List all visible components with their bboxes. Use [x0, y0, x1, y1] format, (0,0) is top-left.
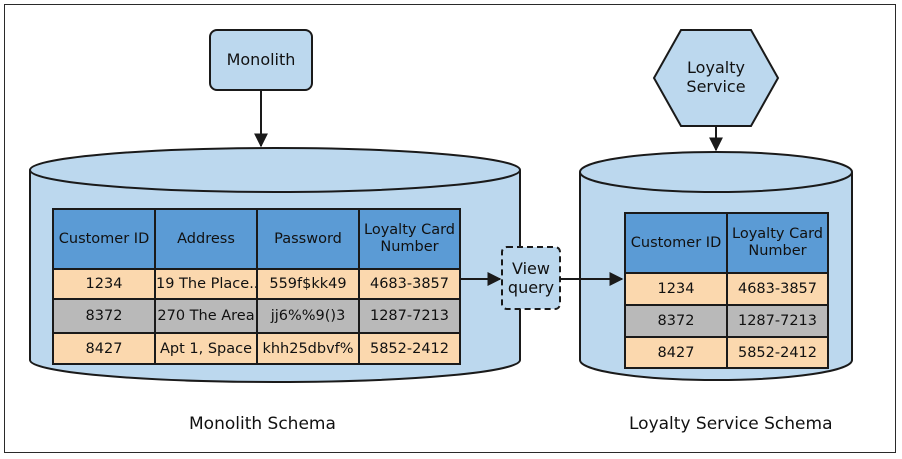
table-row: 1234 4683-3857: [624, 272, 829, 306]
view-query-label: View query: [507, 259, 555, 297]
monolith-header-customer-id: Customer ID: [52, 208, 156, 270]
monolith-schema-caption: Monolith Schema: [189, 414, 336, 434]
loyalty-header-customer-id: Customer ID: [624, 212, 728, 274]
table-cell: 1234: [52, 268, 156, 300]
table-row: 8427 Apt 1, Space khh25dbvf% 5852-2412: [52, 332, 461, 365]
table-row: 1234 19 The Place... 559f$kk49 4683-3857: [52, 268, 461, 300]
table-row: 8372 1287-7213: [624, 304, 829, 338]
table-cell: 1287-7213: [358, 298, 461, 334]
table-cell: 559f$kk49: [256, 268, 360, 300]
loyalty-schema-caption: Loyalty Service Schema: [629, 414, 833, 434]
monolith-table: Customer ID Address Password Loyalty Car…: [52, 208, 461, 365]
table-row: 8372 270 The Area jj6%%9()3 1287-7213: [52, 298, 461, 334]
monolith-header-address: Address: [154, 208, 258, 270]
table-cell: 8372: [52, 298, 156, 334]
table-cell: 1287-7213: [726, 304, 829, 338]
loyalty-table: Customer ID Loyalty Card Number 1234 468…: [624, 212, 829, 369]
table-cell: jj6%%9()3: [256, 298, 360, 334]
table-cell: 1234: [624, 272, 728, 306]
table-row: 8427 5852-2412: [624, 336, 829, 369]
table-cell: 270 The Area: [154, 298, 258, 334]
monolith-header-password: Password: [256, 208, 360, 270]
table-cell: 8427: [52, 332, 156, 365]
table-cell: 4683-3857: [726, 272, 829, 306]
loyalty-header-loyalty-card: Loyalty Card Number: [726, 212, 829, 274]
table-cell: 8427: [624, 336, 728, 369]
loyalty-service-label: Loyalty Service: [686, 58, 746, 96]
monolith-label: Monolith: [226, 50, 296, 69]
table-cell: 5852-2412: [726, 336, 829, 369]
loyalty-service-node: [652, 29, 780, 127]
monolith-header-loyalty-card: Loyalty Card Number: [358, 208, 461, 270]
table-cell: 4683-3857: [358, 268, 461, 300]
table-cell: 19 The Place...: [154, 268, 258, 300]
table-cell: Apt 1, Space: [154, 332, 258, 365]
table-cell: 5852-2412: [358, 332, 461, 365]
diagram-frame: [4, 4, 896, 453]
table-cell: 8372: [624, 304, 728, 338]
table-cell: khh25dbvf%: [256, 332, 360, 365]
